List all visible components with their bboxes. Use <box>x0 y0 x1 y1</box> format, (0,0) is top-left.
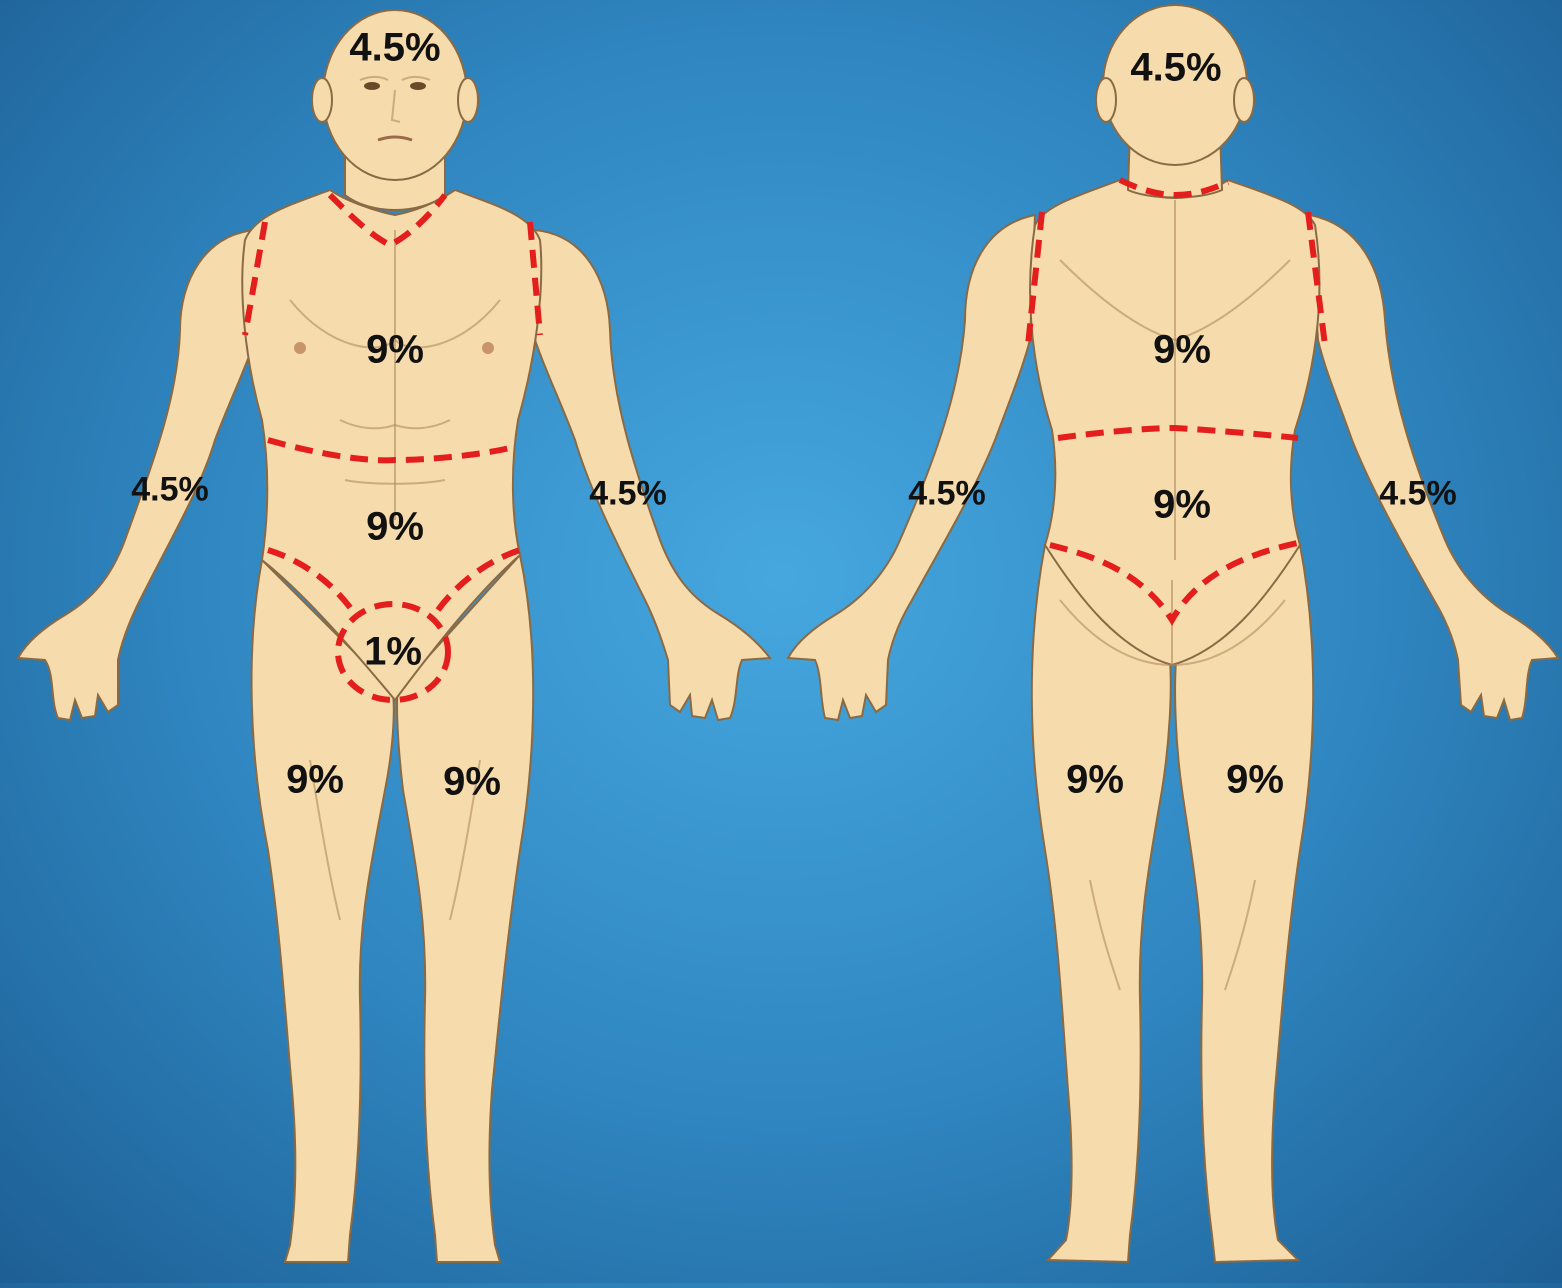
back-left-arm <box>788 215 1035 720</box>
back-right-arm-label: 4.5% <box>1379 475 1457 514</box>
back-lower-back-label: 9% <box>1153 483 1211 528</box>
back-right-leg-label: 9% <box>1226 758 1284 803</box>
back-figure <box>788 5 1558 1262</box>
front-eye-left <box>410 82 426 90</box>
back-left-leg-label: 9% <box>1066 758 1124 803</box>
front-genitals-label: 1% <box>364 630 422 675</box>
front-chest-label: 9% <box>366 328 424 373</box>
back-right-arm <box>1310 215 1558 720</box>
front-left-leg-label: 9% <box>443 760 501 805</box>
front-right-leg-label: 9% <box>286 758 344 803</box>
back-upper-back-label: 9% <box>1153 328 1211 373</box>
back-left-arm-label: 4.5% <box>908 475 986 514</box>
front-abdomen-label: 9% <box>366 505 424 550</box>
front-head-label: 4.5% <box>349 26 440 71</box>
back-head-label: 4.5% <box>1130 46 1221 91</box>
front-eye-right <box>364 82 380 90</box>
front-right-arm-label: 4.5% <box>131 471 209 510</box>
front-left-arm-label: 4.5% <box>589 475 667 514</box>
